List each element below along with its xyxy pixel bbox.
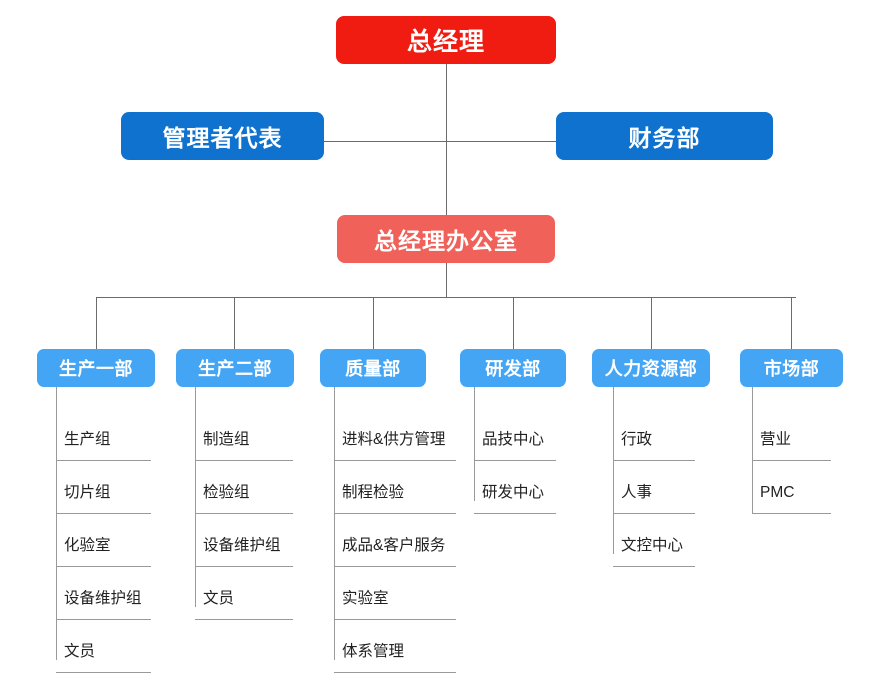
node-general-manager[interactable]: 总经理 bbox=[336, 16, 556, 64]
connector-drop-dept-5 bbox=[651, 297, 652, 349]
leaf-item[interactable]: 切片组 bbox=[64, 484, 111, 501]
node-department-production-1[interactable]: 生产一部 bbox=[37, 349, 155, 387]
leaf-underline bbox=[56, 672, 151, 673]
connector-gm-to-office bbox=[446, 63, 447, 215]
spine-department-3 bbox=[334, 387, 335, 660]
leaf-item[interactable]: 文控中心 bbox=[621, 537, 684, 554]
leaf-item[interactable]: 文员 bbox=[64, 643, 96, 660]
leaf-item[interactable]: 研发中心 bbox=[482, 484, 545, 501]
connector-drop-dept-1 bbox=[96, 297, 97, 349]
leaf-underline bbox=[474, 513, 556, 514]
node-department-hr[interactable]: 人力资源部 bbox=[592, 349, 710, 387]
leaf-underline bbox=[195, 460, 293, 461]
node-department-quality[interactable]: 质量部 bbox=[320, 349, 426, 387]
connector-gm-to-finance bbox=[446, 141, 556, 142]
leaf-item[interactable]: 文员 bbox=[203, 590, 235, 607]
connector-drop-dept-2 bbox=[234, 297, 235, 349]
leaf-underline bbox=[752, 513, 831, 514]
leaf-underline bbox=[613, 513, 695, 514]
connector-drop-dept-3 bbox=[373, 297, 374, 349]
leaf-underline bbox=[334, 513, 456, 514]
connector-drop-dept-6 bbox=[791, 297, 792, 349]
leaf-item[interactable]: 人事 bbox=[621, 484, 653, 501]
spine-department-4 bbox=[474, 387, 475, 501]
leaf-item[interactable]: 制造组 bbox=[203, 431, 250, 448]
leaf-item[interactable]: 设备维护组 bbox=[203, 537, 281, 554]
leaf-item[interactable]: 实验室 bbox=[342, 590, 389, 607]
leaf-underline bbox=[474, 460, 556, 461]
leaf-underline bbox=[56, 619, 151, 620]
leaf-item[interactable]: 体系管理 bbox=[342, 643, 405, 660]
leaf-underline bbox=[334, 566, 456, 567]
node-department-rd[interactable]: 研发部 bbox=[460, 349, 566, 387]
connector-office-down bbox=[446, 263, 447, 298]
spine-department-2 bbox=[195, 387, 196, 607]
connector-drop-dept-4 bbox=[513, 297, 514, 349]
leaf-underline bbox=[334, 619, 456, 620]
leaf-item[interactable]: 成品&客户服务 bbox=[342, 537, 446, 554]
leaf-underline bbox=[56, 513, 151, 514]
spine-department-5 bbox=[613, 387, 614, 554]
node-finance-department[interactable]: 财务部 bbox=[556, 112, 773, 160]
connector-gm-to-mgmt-rep bbox=[323, 141, 447, 142]
connector-department-bus bbox=[96, 297, 796, 298]
leaf-underline bbox=[613, 566, 695, 567]
leaf-item[interactable]: 检验组 bbox=[203, 484, 250, 501]
spine-department-1 bbox=[56, 387, 57, 660]
leaf-underline bbox=[195, 566, 293, 567]
spine-department-6 bbox=[752, 387, 753, 513]
leaf-underline bbox=[613, 460, 695, 461]
leaf-underline bbox=[56, 566, 151, 567]
node-department-production-2[interactable]: 生产二部 bbox=[176, 349, 294, 387]
node-general-manager-office[interactable]: 总经理办公室 bbox=[337, 215, 555, 263]
leaf-item[interactable]: 进料&供方管理 bbox=[342, 431, 446, 448]
leaf-item[interactable]: 设备维护组 bbox=[64, 590, 142, 607]
leaf-item[interactable]: 制程检验 bbox=[342, 484, 405, 501]
leaf-item[interactable]: 营业 bbox=[760, 431, 792, 448]
leaf-item[interactable]: 化验室 bbox=[64, 537, 111, 554]
leaf-item[interactable]: PMC bbox=[760, 484, 795, 501]
leaf-underline bbox=[752, 460, 831, 461]
node-department-marketing[interactable]: 市场部 bbox=[740, 349, 843, 387]
node-management-representative[interactable]: 管理者代表 bbox=[121, 112, 324, 160]
leaf-item[interactable]: 生产组 bbox=[64, 431, 111, 448]
leaf-underline bbox=[334, 460, 456, 461]
leaf-underline bbox=[195, 619, 293, 620]
leaf-underline bbox=[195, 513, 293, 514]
leaf-item[interactable]: 品技中心 bbox=[482, 431, 545, 448]
leaf-underline bbox=[56, 460, 151, 461]
leaf-item[interactable]: 行政 bbox=[621, 431, 653, 448]
leaf-underline bbox=[334, 672, 456, 673]
